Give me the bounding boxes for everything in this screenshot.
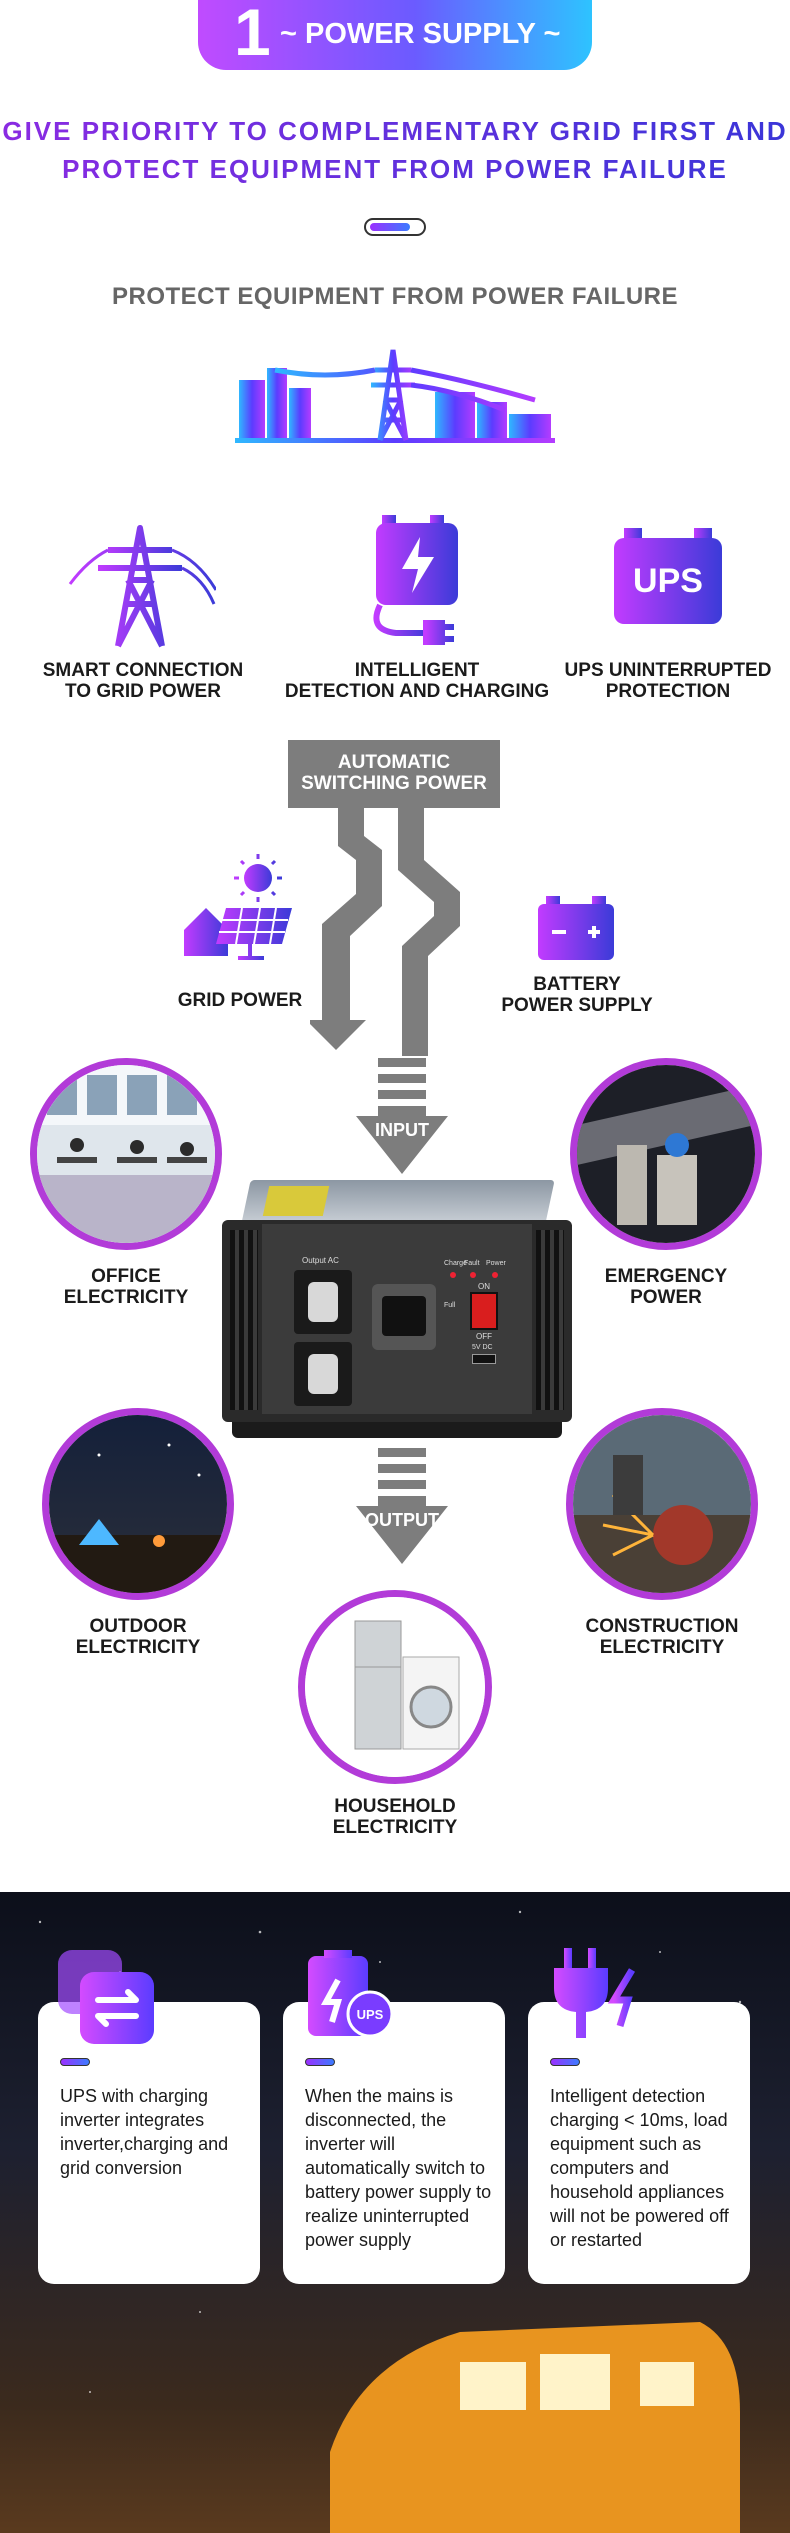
header-number: 1 <box>234 0 271 69</box>
outdoor-photo <box>42 1408 234 1600</box>
city-power-illustration <box>235 349 555 443</box>
card2-ups-text: UPS <box>356 2007 384 2022</box>
card1-text: UPS with charging inverter integrates in… <box>60 2086 229 2178</box>
input-label: INPUT <box>375 1120 429 1140</box>
power-tower-icon <box>68 525 218 648</box>
output-ac-text: Output AC <box>302 1256 339 1265</box>
power-switch[interactable] <box>470 1292 498 1330</box>
solar-house-icon <box>184 854 292 960</box>
feature-ups-icon-wrap: UPS <box>612 528 724 628</box>
card2-text: When the mains is disconnected, the inve… <box>305 2086 492 2250</box>
headline-line2: PROTECT EQUIPMENT FROM POWER FAILURE <box>0 150 790 188</box>
card2-icon-wrap: UPS <box>304 1950 396 2040</box>
card1-pill <box>60 2058 90 2066</box>
headline-line1: GIVE PRIORITY TO COMPLEMENTARY GRID FIRS… <box>0 112 790 150</box>
feature-card-2: When the mains is disconnected, the inve… <box>283 2002 505 2284</box>
feature-card-3: Intelligent detection charging < 10ms, l… <box>528 2002 750 2284</box>
feature-grid-icon-wrap <box>68 520 218 650</box>
switch-arrows-icon <box>58 1950 154 2044</box>
headline: GIVE PRIORITY TO COMPLEMENTARY GRID FIRS… <box>0 112 790 188</box>
card3-text: Intelligent detection charging < 10ms, l… <box>550 2086 729 2250</box>
construction-photo <box>566 1408 758 1600</box>
household-photo <box>298 1590 492 1784</box>
fault-led <box>470 1272 476 1278</box>
header-banner: 1 ~ POWER SUPPLY ~ <box>198 0 592 70</box>
ups-icon-text: UPS <box>633 562 703 600</box>
ac-outlet-top <box>294 1270 352 1334</box>
power-led <box>492 1272 498 1278</box>
grid-power-label: GRID POWER <box>177 990 303 1011</box>
feature-charge-icon-wrap <box>368 515 468 646</box>
ac-inlet <box>372 1284 436 1350</box>
usb-port <box>472 1354 496 1364</box>
card3-pill <box>550 2058 580 2066</box>
divider-pill <box>364 218 426 236</box>
input-arrow <box>356 1058 448 1174</box>
card2-pill <box>305 2058 335 2066</box>
charge-led <box>450 1272 456 1278</box>
battery-charging-icon <box>373 515 458 646</box>
emergency-photo <box>570 1058 762 1250</box>
ac-outlet-bottom <box>294 1342 352 1406</box>
office-photo <box>30 1058 222 1250</box>
output-arrow <box>356 1448 448 1564</box>
inverter-device: Output AC Charge Fault Power ON OFF Full… <box>222 1180 572 1438</box>
ups-battery-card-icon <box>308 1950 394 2038</box>
battery-icon <box>538 896 614 960</box>
ups-battery-icon <box>614 528 722 624</box>
output-label: OUTPUT <box>365 1510 439 1530</box>
header-title: ~ POWER SUPPLY ~ <box>280 18 561 50</box>
subtitle: PROTECT EQUIPMENT FROM POWER FAILURE <box>111 283 678 310</box>
plug-lightning-icon <box>554 1948 636 2038</box>
switching-arrows <box>310 806 460 1056</box>
feature-card-1: UPS with charging inverter integrates in… <box>38 2002 260 2284</box>
